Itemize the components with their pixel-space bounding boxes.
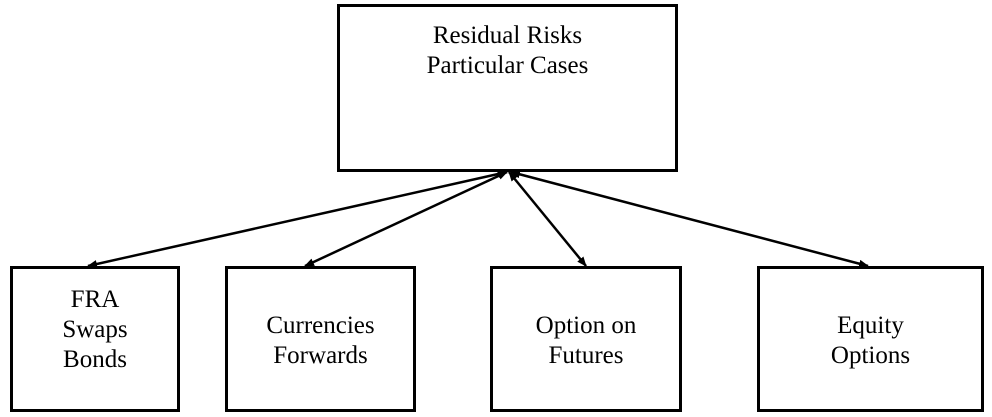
node-line: Currencies	[266, 312, 375, 339]
arrow-top-to-currencies	[304, 170, 508, 268]
arrow-top-to-option-futures	[508, 171, 587, 267]
currencies-forwards-node: Currencies Forwards	[225, 266, 416, 412]
equity-options-node: Equity Options	[757, 266, 984, 412]
node-line: Swaps	[62, 316, 128, 343]
residual-risks-title: Residual Risks	[432, 22, 583, 49]
node-line: Option on	[535, 312, 637, 339]
particular-cases-subtitle: Particular Cases	[426, 52, 589, 79]
node-line: Bonds	[63, 346, 127, 373]
node-line: Options	[830, 342, 911, 369]
node-line: FRA	[70, 286, 120, 313]
arrow-top-to-fra	[87, 170, 508, 268]
fra-swaps-bonds-node: FRA Swaps Bonds	[10, 266, 180, 412]
arrow-top-to-equity	[510, 170, 869, 268]
node-line: Futures	[548, 342, 624, 369]
node-line: Forwards	[273, 342, 368, 369]
option-on-futures-node: Option on Futures	[490, 266, 682, 412]
node-line: Equity	[837, 312, 904, 339]
residual-risks-node: Residual Risks Particular Cases	[337, 4, 678, 172]
